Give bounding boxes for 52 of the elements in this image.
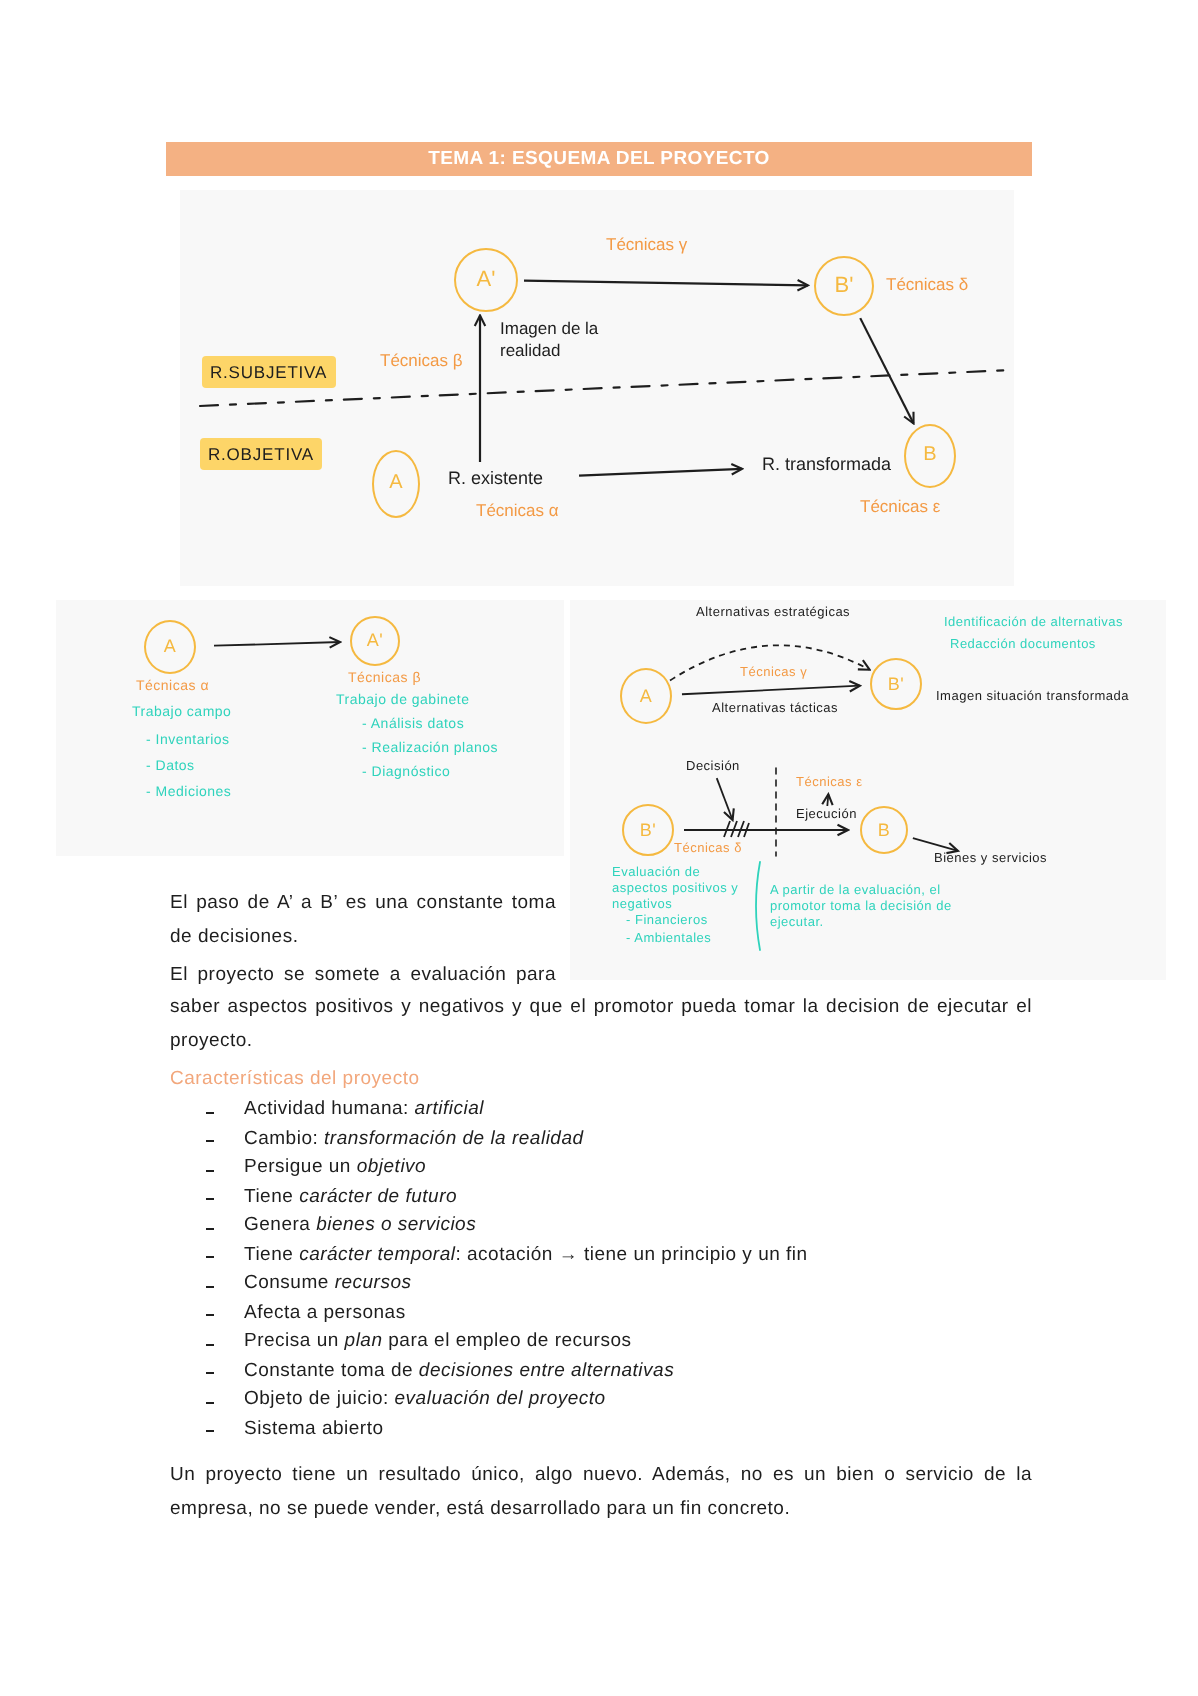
arrow: [579, 462, 744, 477]
arrow: [911, 837, 959, 855]
sketch-panel: [180, 190, 1014, 586]
arrow: [523, 278, 810, 292]
letter-circle: B: [904, 424, 956, 488]
sketch-panel: [570, 600, 1166, 980]
sketch-panel: [56, 600, 564, 856]
letter-circle: A: [372, 450, 420, 518]
arrow: [681, 679, 862, 696]
list-item: Objeto de juicio: evaluación del proyecto: [244, 1388, 606, 1410]
arrow: [859, 317, 915, 425]
hatch-mark: [722, 820, 750, 838]
handwritten-label: R. transformada: [762, 454, 892, 477]
letter-circle: B': [814, 256, 874, 316]
letter-circle: A: [144, 620, 196, 674]
handwritten-note: Técnicas α: [476, 500, 559, 522]
edge-label: Técnicas β: [378, 350, 465, 372]
edge-label: Técnicas γ: [604, 234, 690, 256]
list-item: Persigue un objetivo: [244, 1156, 427, 1178]
list-item: Cambio: transformación de la realidad: [244, 1127, 584, 1149]
list-item: Constante toma de decisiones entre alternativas: [244, 1359, 675, 1381]
handwritten-note: Técnicas ε: [860, 496, 941, 518]
arrow: [715, 777, 735, 822]
arrow: [213, 636, 342, 649]
letter-circle: B: [860, 806, 908, 854]
list-item: Sistema abierto: [244, 1417, 384, 1439]
letter-circle: A': [350, 616, 400, 666]
letter-circle: B': [870, 658, 922, 710]
list-item: Afecta a personas: [244, 1301, 406, 1323]
list-item: Actividad humana: artificial: [244, 1098, 484, 1120]
handwritten-note: Imagen de la realidad: [500, 318, 601, 361]
arrow: [473, 314, 487, 462]
arrow: [821, 793, 834, 807]
list-item: Tiene carácter de futuro: [244, 1185, 458, 1207]
section-heading: Características del proyecto: [170, 1065, 422, 1093]
handwritten-note: Técnicas δ: [886, 274, 969, 296]
list-item: Genera bienes o servicios: [244, 1214, 477, 1236]
dashed-arrow: [669, 644, 871, 682]
letter-circle: A: [620, 668, 672, 724]
list-item: Precisa un plan para el empleo de recursos: [244, 1330, 632, 1352]
highlighted-label: R.SUBJETIVA: [202, 356, 336, 389]
list-item: Tiene carácter temporal: acotación → tiene un principio y un fin: [244, 1243, 808, 1265]
letter-circle: A': [454, 248, 518, 312]
highlighted-label: R.OBJETIVA: [200, 438, 322, 471]
paragraph: El proyecto se somete a evaluación para saber aspectos positivos y negativos y que el promotor pueda tomar la decision de ejecutar el proyecto.: [170, 961, 1032, 1055]
list-item: Consume recursos: [244, 1272, 412, 1294]
paragraph: Un proyecto tiene un resultado único, algo nuevo. Además, no es un bien o servicio de la empresa, no se puede vender, está desarrollado para un fin concreto.: [170, 1462, 1032, 1523]
title-bar: TEMA 1: ESQUEMA DEL PROYECTO: [166, 142, 1032, 176]
paragraph: El paso de A’ a B’ es una constante toma de decisiones.: [170, 890, 556, 951]
arrow: [683, 823, 850, 837]
letter-circle: B': [622, 804, 674, 856]
handwritten-label: R. existente: [448, 468, 544, 491]
